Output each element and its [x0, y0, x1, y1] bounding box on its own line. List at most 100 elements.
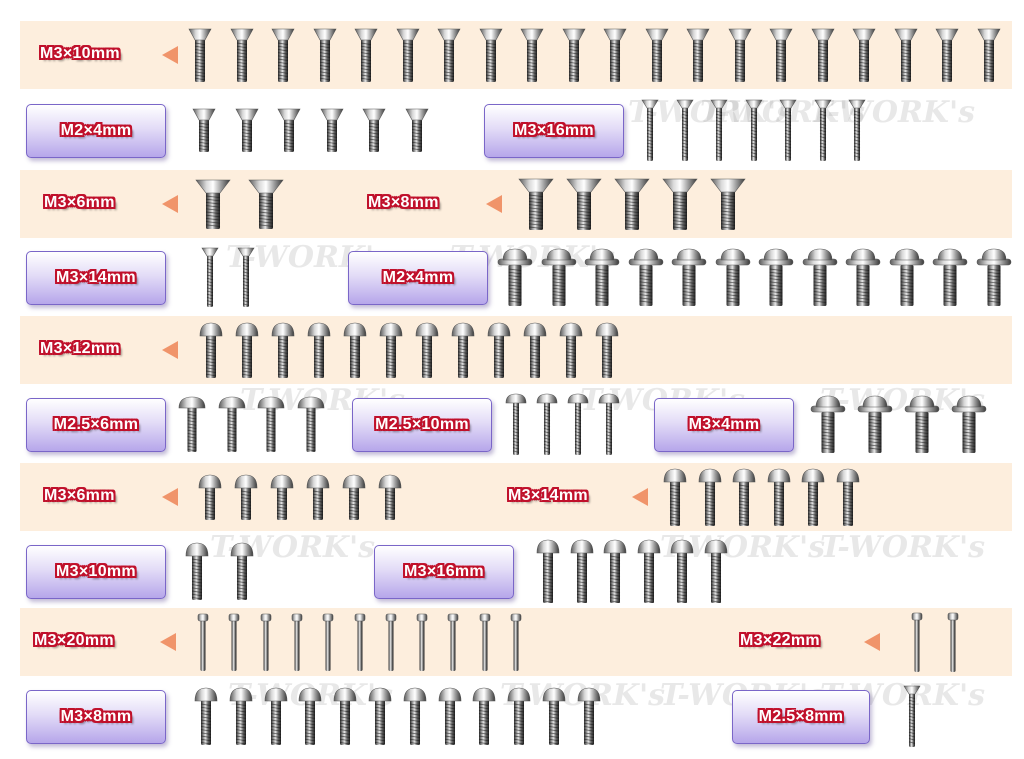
screw-flat: [312, 28, 337, 82]
screw-button: [343, 322, 367, 378]
screw-thin: [510, 613, 522, 671]
screw-thin: [228, 613, 240, 671]
screw-flat: [395, 28, 420, 82]
size-label: M3×10mm: [56, 563, 136, 580]
screw-flat: [437, 28, 461, 82]
screw-button: [451, 322, 475, 378]
screw-thin: [911, 612, 923, 672]
screw-button: [235, 322, 259, 378]
screw-flat: [188, 28, 212, 82]
size-label: M3×6mm: [44, 487, 115, 504]
screw-flat-big: [710, 178, 746, 230]
screw-button: [536, 539, 560, 603]
pointer-arrow-icon: [864, 633, 880, 651]
screw-button: [595, 322, 619, 378]
screw-flat: [769, 28, 793, 82]
screw-flat: [354, 28, 378, 82]
size-label: M2.5×6mm: [53, 416, 139, 433]
pointer-arrow-icon: [162, 195, 178, 213]
size-label-box: M2×4mm: [348, 251, 488, 305]
screw-flange: [715, 248, 750, 306]
screw-button: [368, 687, 392, 745]
size-label: M3×6mm: [44, 194, 115, 211]
screw-flat: [935, 28, 959, 82]
screw-flat-big: [566, 178, 602, 230]
screw-flat: [192, 108, 216, 152]
screw-flange: [845, 248, 881, 306]
size-label-box: M3×14mm: [26, 251, 166, 305]
screw-button: [663, 468, 687, 526]
screw-flat: [229, 28, 254, 82]
screw-thin: [448, 613, 459, 671]
size-label-box: M3×10mm: [26, 545, 166, 599]
size-label: M3×8mm: [368, 194, 439, 211]
row-band: [20, 316, 1012, 384]
screw-flat: [362, 108, 386, 152]
screw-button: [670, 539, 694, 603]
screw-flat: [319, 108, 344, 152]
screw-flange: [932, 248, 968, 306]
screw-button: [473, 687, 496, 745]
screw-flat: [520, 28, 544, 82]
screw-button: [438, 687, 461, 745]
screw-flat: [234, 108, 259, 152]
pointer-arrow-icon: [162, 488, 178, 506]
screw-flat-thin: [848, 99, 866, 161]
pointer-arrow-icon: [486, 195, 502, 213]
size-label: M3×16mm: [404, 563, 484, 580]
screw-button: [732, 468, 756, 526]
screw-button: [507, 687, 531, 745]
size-label-box: M3×16mm: [374, 545, 514, 599]
size-label-box: M2.5×6mm: [26, 398, 166, 452]
screw-flange: [976, 248, 1011, 306]
screw-pan-thin: [505, 393, 527, 455]
size-label-box: M3×16mm: [484, 104, 624, 158]
screw-pan: [218, 396, 245, 452]
screw-button: [185, 542, 209, 600]
screw-flat: [271, 28, 295, 82]
size-label: M3×22mm: [740, 632, 820, 649]
screw-button: [704, 539, 727, 603]
screw-button: [698, 468, 721, 526]
size-label: M3×10mm: [40, 45, 120, 62]
screw-button: [234, 474, 258, 520]
size-label: M2.5×10mm: [375, 416, 469, 433]
screw-button: [299, 687, 322, 745]
screw-thin: [479, 613, 490, 671]
size-label: M3×16mm: [514, 122, 594, 139]
size-label-box: M2.5×10mm: [352, 398, 492, 452]
size-label-box: M2×4mm: [26, 104, 166, 158]
screw-flat-big: [248, 179, 284, 229]
screw-button: [523, 322, 547, 378]
screw-button: [378, 474, 402, 520]
screw-flat-thin: [744, 99, 763, 161]
size-label: M3×12mm: [40, 340, 120, 357]
screw-pan-thin: [536, 393, 558, 455]
screw-flat-thin: [201, 247, 219, 307]
screw-button: [306, 474, 330, 520]
screw-flat-big: [518, 178, 554, 230]
screw-button: [637, 539, 660, 603]
watermark-text: T-WORK's: [810, 95, 976, 130]
size-label: M3×14mm: [508, 487, 588, 504]
screw-button: [836, 468, 859, 526]
watermark-text: T-WORK's: [820, 530, 986, 565]
screw-pan-thin: [598, 393, 620, 455]
screw-button: [415, 322, 439, 378]
pointer-arrow-icon: [162, 46, 178, 64]
screw-button: [767, 468, 790, 526]
screw-thin: [291, 613, 303, 671]
screw-flange: [671, 248, 707, 306]
size-label: M2×4mm: [382, 269, 454, 286]
size-label: M2×4mm: [60, 122, 132, 139]
screw-flat: [852, 28, 876, 82]
screw-flat-thin: [903, 685, 921, 747]
screw-flange: [810, 395, 846, 453]
screw-button: [570, 539, 593, 603]
screw-button: [487, 322, 511, 378]
screw-flat: [404, 108, 429, 152]
screw-thin: [354, 613, 365, 671]
size-label-box: M3×8mm: [26, 690, 166, 744]
pointer-arrow-icon: [632, 488, 648, 506]
size-label: M2.5×8mm: [758, 708, 844, 725]
